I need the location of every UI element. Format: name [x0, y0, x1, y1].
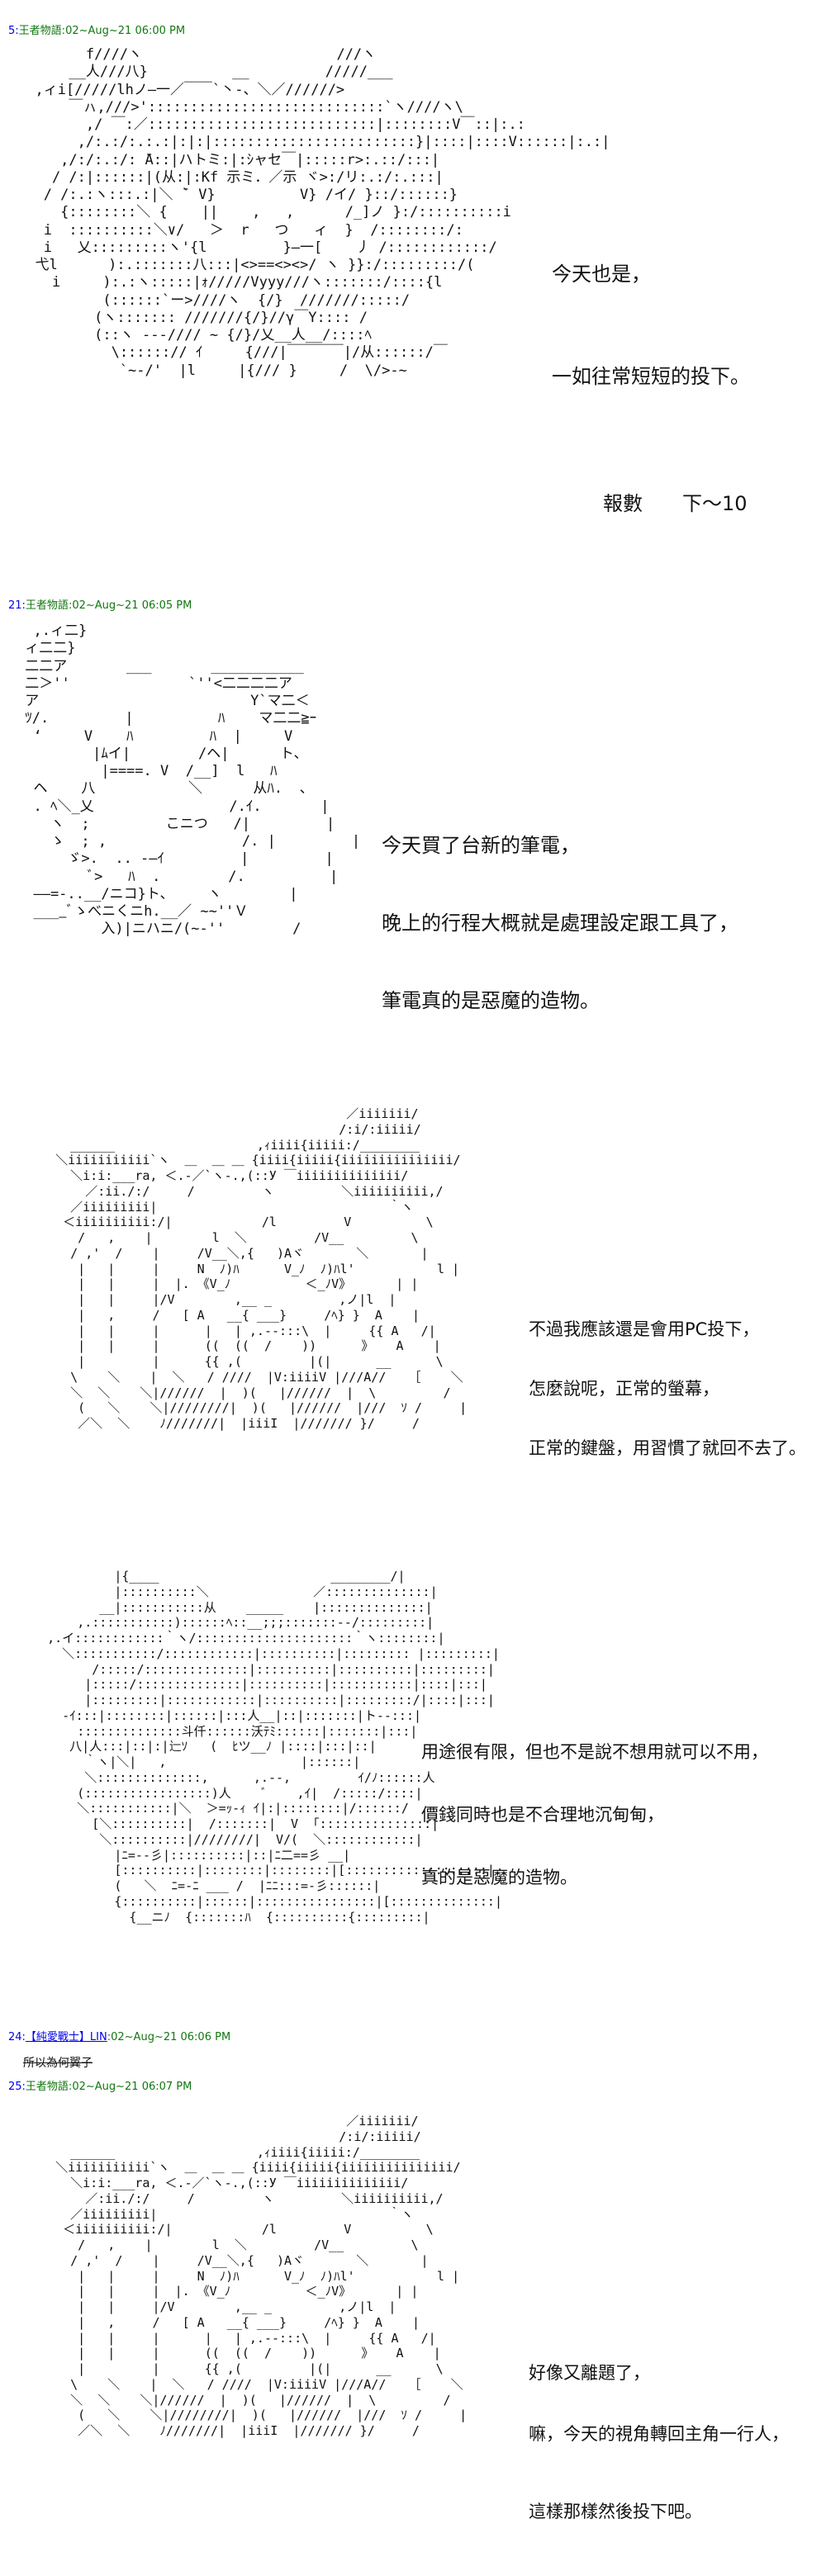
narration-line: 筆電真的是惡魔的造物。 [382, 989, 600, 1012]
post-number[interactable]: 21: [8, 599, 26, 612]
poster-name: 王者物語 [25, 599, 69, 612]
post-header: 24:【純愛戰士】LIN:02~Aug~21 06:06 PM [8, 2028, 230, 2043]
post-timestamp: :02~Aug~21 06:07 PM [68, 2081, 192, 2093]
narration-line: 晚上的行程大概就是處理設定跟工具了， [382, 912, 738, 935]
narration-line: 今天買了台新的筆電， [382, 834, 580, 857]
post-header: 5:王者物語:02~Aug~21 06:00 PM [8, 21, 185, 37]
ascii-art: ／iiiiiii/ /:i/:iiiii/ ______ ,ｨiiii{iiii… [55, 1106, 468, 1431]
post-number[interactable]: 25: [8, 2081, 26, 2093]
ascii-art: ,.ィ二} ィ二二} 二二ア ___ ___________ 二＞'' `''<… [25, 623, 361, 938]
post-header: 25:王者物語:02~Aug~21 06:07 PM [8, 2077, 192, 2093]
post-number[interactable]: 24: [8, 2031, 26, 2043]
narration-line: 真的是惡魔的造物。 [421, 1868, 577, 1887]
narration-line: 今天也是， [552, 263, 651, 286]
poster-name: 王者物語 [18, 25, 62, 37]
post-timestamp: :02~Aug~21 06:00 PM [61, 25, 186, 37]
narration-line: 正常的鍵盤，用習慣了就回不去了。 [529, 1438, 806, 1458]
poster-name: 王者物語 [25, 2081, 69, 2093]
narration-line: 這樣那樣然後投下吧。 [529, 2502, 702, 2522]
narration-line: 不過我應該還是會用PC投下， [529, 1319, 760, 1339]
narration-line: 用途很有限，但也不是說不想用就可以不用， [421, 1742, 768, 1762]
post-timestamp: :02~Aug~21 06:06 PM [107, 2031, 231, 2043]
ascii-art: f////ヽ ///ヽ __人///八} __ /////___ ,ィi[///… [35, 46, 610, 379]
post-timestamp: :02~Aug~21 06:05 PM [68, 599, 192, 612]
poster-name-link[interactable]: 【純愛戰士】LIN [25, 2031, 107, 2043]
post-header: 21:王者物語:02~Aug~21 06:05 PM [8, 596, 192, 612]
ascii-art: ／iiiiiii/ /:i/:iiiii/ ______ ,ｨiiii{iiii… [55, 2114, 468, 2438]
ascii-art: |{____ ________/| |::::::::::＼ ／::::::::… [47, 1569, 502, 1925]
narration-line: 價錢同時也是不合理地沉甸甸， [421, 1805, 664, 1825]
narration-line: 一如往常短短的投下。 [552, 365, 750, 388]
post-number[interactable]: 5: [8, 25, 19, 37]
narration-line: 報數 下～10 [603, 492, 748, 515]
narration-line: 好像又離題了， [529, 2363, 650, 2383]
narration-line: 怎麼說呢，正常的螢幕， [529, 1379, 719, 1399]
narration-line: 嘛，今天的視角轉回主角一行人， [529, 2424, 789, 2444]
reply-text: 所以為何翼子 [23, 2057, 93, 2070]
